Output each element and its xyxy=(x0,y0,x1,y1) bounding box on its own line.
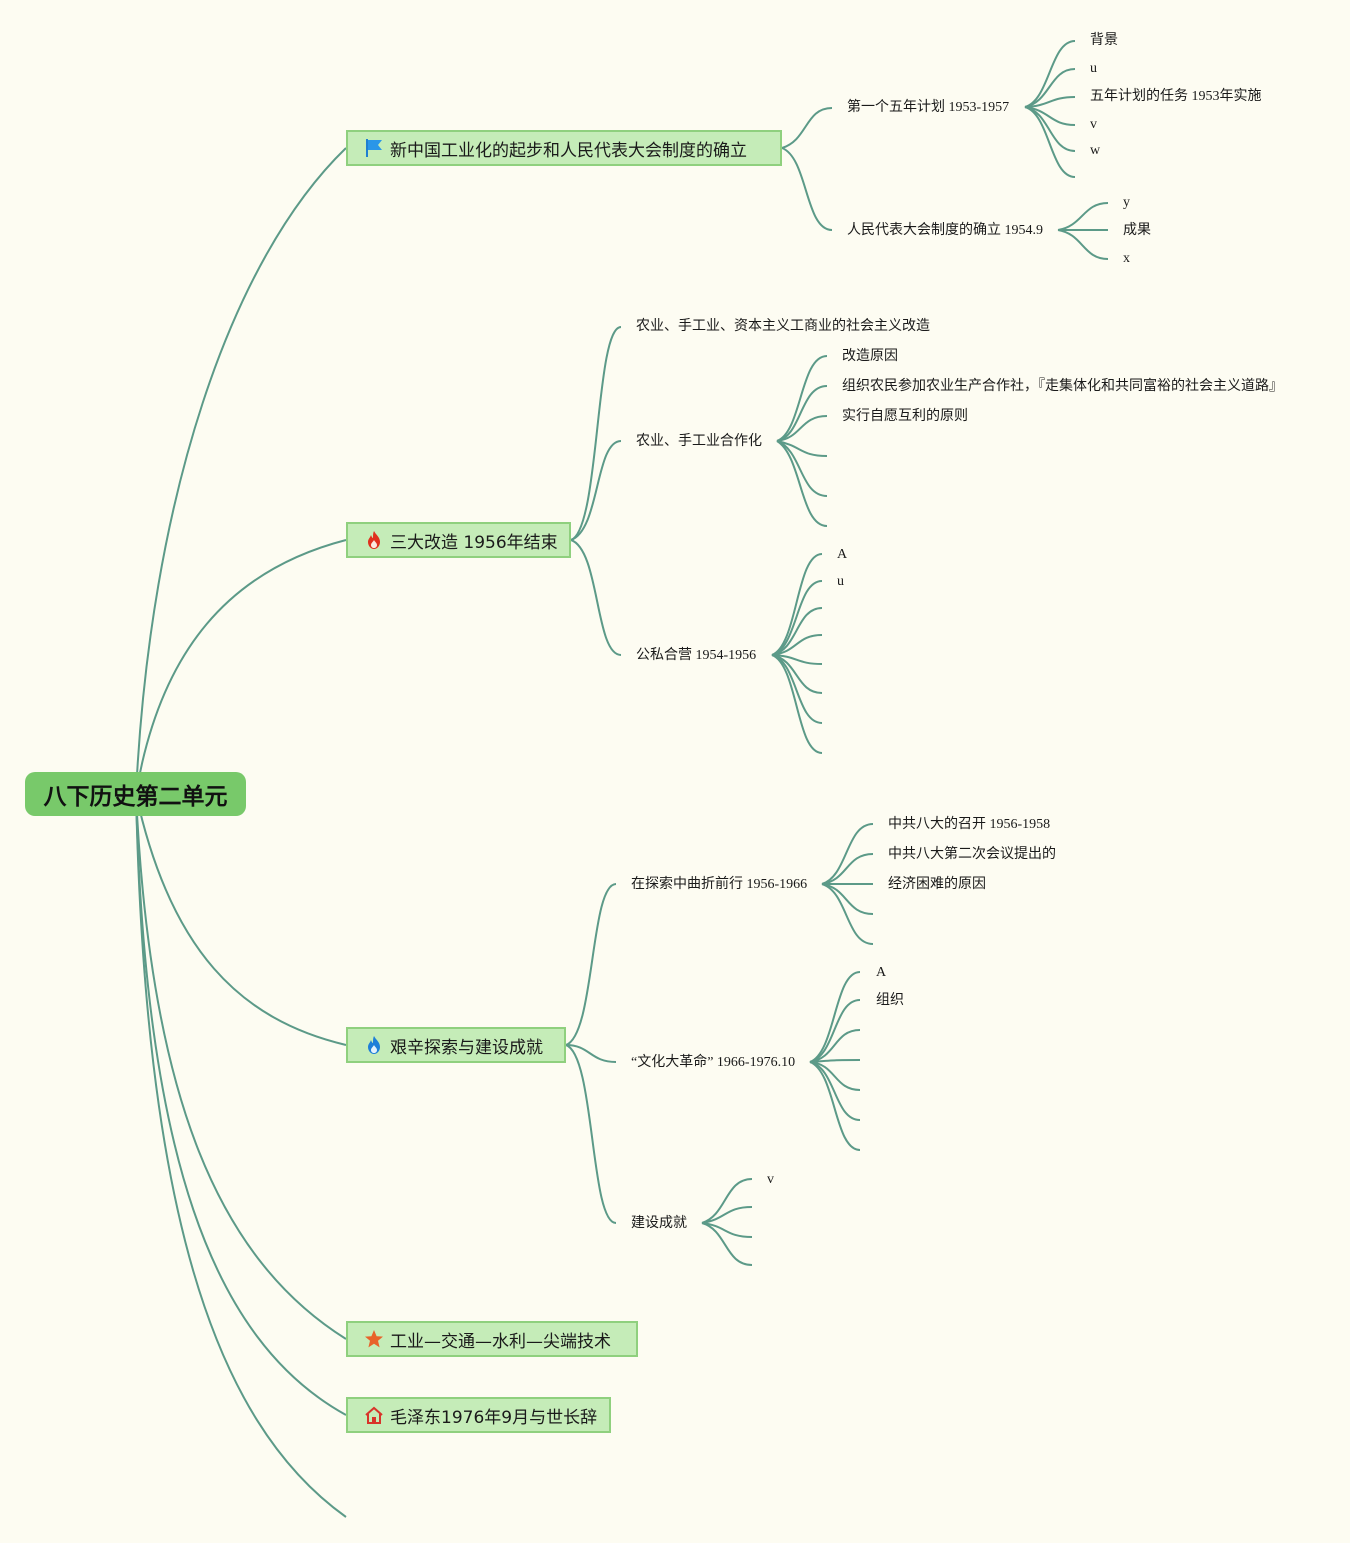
leaf-topic[interactable]: v xyxy=(767,1172,774,1187)
connector-b3c2-l6 xyxy=(809,1061,861,1121)
leaf-topic[interactable]: x xyxy=(1123,251,1130,266)
leaf-topic[interactable]: u xyxy=(837,574,844,589)
red-house-icon xyxy=(364,1405,384,1425)
connector-b3c3-l4 xyxy=(701,1222,753,1266)
leaf-topic[interactable]: 中共八大第二次会议提出的 xyxy=(888,847,1056,862)
connector-root-b2 xyxy=(135,539,347,795)
connector-b1-c2 xyxy=(781,147,833,231)
leaf-topic[interactable]: v xyxy=(1090,117,1097,132)
connector-b1c1-l3 xyxy=(1024,96,1076,108)
subtopic-socialist-transformation[interactable]: 农业、手工业、资本主义工商业的社会主义改造 xyxy=(636,319,930,334)
connector-b3c3-l1 xyxy=(701,1178,753,1224)
branch-label: 三大改造 1956年结束 xyxy=(390,532,558,553)
connector-b2c3-l4 xyxy=(771,634,823,656)
connector-b3c3-l3 xyxy=(701,1222,753,1238)
connector-b1c1-l1 xyxy=(1024,40,1076,108)
leaf-topic[interactable]: A xyxy=(876,965,887,980)
connector-b2c2-l3 xyxy=(776,415,828,442)
connector-b3c2-l1 xyxy=(809,971,861,1063)
red-flame-icon xyxy=(364,530,384,550)
leaf-topic[interactable]: 组织 xyxy=(876,993,904,1008)
connector-root-b6 xyxy=(135,793,347,1518)
connector-b3-c2 xyxy=(565,1044,617,1063)
leaf-topic[interactable]: 背景 xyxy=(1090,33,1118,48)
connector-root-b1 xyxy=(135,147,347,795)
connector-b2c3-l1 xyxy=(771,553,823,656)
branch-label: 毛泽东1976年9月与世长辞 xyxy=(390,1407,598,1428)
branch-industrialization[interactable]: 新中国工业化的起步和人民代表大会制度的确立 xyxy=(346,130,782,166)
connector-b2c2-l6 xyxy=(776,440,828,527)
connector-b3c1-l5 xyxy=(821,883,874,945)
connector-b2c2-l4 xyxy=(776,440,828,457)
connector-b3-c1 xyxy=(565,883,617,1046)
connector-b2c2-l1 xyxy=(776,355,828,442)
connector-b3c1-l4 xyxy=(821,883,874,915)
connector-b3-c3 xyxy=(565,1044,617,1224)
connector-b2c3-l3 xyxy=(771,607,823,656)
connector-b1c2-l3 xyxy=(1057,229,1109,260)
leaf-topic[interactable]: 中共八大的召开 1956-1958 xyxy=(888,817,1051,832)
connector-b1c1-l2 xyxy=(1024,68,1076,108)
connector-b3c2-l7 xyxy=(809,1061,861,1151)
connector-b2-c3 xyxy=(570,539,622,656)
branch-label: 工业—交通—水利—尖端技术 xyxy=(390,1331,611,1352)
subtopic-cooperatives[interactable]: 农业、手工业合作化 xyxy=(636,434,762,449)
connector-b3c3-l2 xyxy=(701,1206,753,1224)
connector-b2c2-l5 xyxy=(776,440,828,497)
subtopic-first-five-year-plan[interactable]: 第一个五年计划 1953-1957 xyxy=(847,100,1010,115)
branch-three-reforms[interactable]: 三大改造 1956年结束 xyxy=(346,522,571,558)
subtopic-construction-achievements[interactable]: 建设成就 xyxy=(631,1216,687,1231)
leaf-topic[interactable]: w xyxy=(1090,143,1101,158)
connector-root-b4 xyxy=(135,793,347,1340)
connector-b3c2-l4 xyxy=(809,1059,861,1063)
connector-b2c3-l7 xyxy=(771,654,823,724)
connector-b1c2-l1 xyxy=(1057,202,1109,231)
leaf-topic[interactable]: 五年计划的任务 1953年实施 xyxy=(1090,89,1262,104)
root-topic[interactable]: 八下历史第二单元 xyxy=(25,772,246,816)
connector-root-b5 xyxy=(135,793,347,1416)
leaf-topic[interactable]: 经济困难的原因 xyxy=(888,877,986,892)
leaf-topic[interactable]: 组织农民参加农业生产合作社，『走集体化和共同富裕的社会主义道路』 xyxy=(842,379,1283,394)
subtopic-peoples-congress[interactable]: 人民代表大会制度的确立 1954.9 xyxy=(847,223,1043,238)
branch-label: 新中国工业化的起步和人民代表大会制度的确立 xyxy=(390,140,747,161)
subtopic-joint-ownership[interactable]: 公私合营 1954-1956 xyxy=(636,648,757,663)
connector-b3c1-l2 xyxy=(821,853,874,885)
connector-b2c3-l5 xyxy=(771,654,823,665)
connector-b2-c1 xyxy=(570,326,622,541)
branch-exploration[interactable]: 艰辛探索与建设成就 xyxy=(346,1027,566,1063)
connector-b2c3-l2 xyxy=(771,580,823,656)
connector-b2c3-l6 xyxy=(771,654,823,694)
leaf-topic[interactable]: u xyxy=(1090,61,1097,76)
subtopic-cultural-revolution[interactable]: “文化大革命” 1966-1976.10 xyxy=(631,1055,796,1070)
branch-achievements[interactable]: 工业—交通—水利—尖端技术 xyxy=(346,1321,638,1357)
blue-flame-icon xyxy=(364,1035,384,1055)
leaf-topic[interactable]: 实行自愿互利的原则 xyxy=(842,409,968,424)
connector-b2-c2 xyxy=(570,440,622,541)
connector-root-b3 xyxy=(135,793,347,1046)
connector-b2c2-l2 xyxy=(776,385,828,442)
connector-b3c2-l3 xyxy=(809,1029,861,1063)
branch-mao-death[interactable]: 毛泽东1976年9月与世长辞 xyxy=(346,1397,611,1433)
subtopic-exploration[interactable]: 在探索中曲折前行 1956-1966 xyxy=(631,877,808,892)
connector-b3c2-l5 xyxy=(809,1061,861,1091)
leaf-topic[interactable]: 改造原因 xyxy=(842,349,898,364)
orange-star-icon xyxy=(364,1329,384,1349)
blue-flag-icon xyxy=(364,138,384,158)
connector-b3c1-l1 xyxy=(821,823,874,885)
leaf-topic[interactable]: 成果 xyxy=(1123,223,1151,238)
leaf-topic[interactable]: A xyxy=(837,547,848,562)
connector-b2c3-l8 xyxy=(771,654,823,754)
leaf-topic[interactable]: y xyxy=(1123,195,1130,210)
connector-b1-c1 xyxy=(781,107,833,149)
branch-label: 艰辛探索与建设成就 xyxy=(390,1037,543,1058)
connector-b3c2-l2 xyxy=(809,999,861,1063)
connector-b1c1-l6 xyxy=(1024,106,1076,178)
